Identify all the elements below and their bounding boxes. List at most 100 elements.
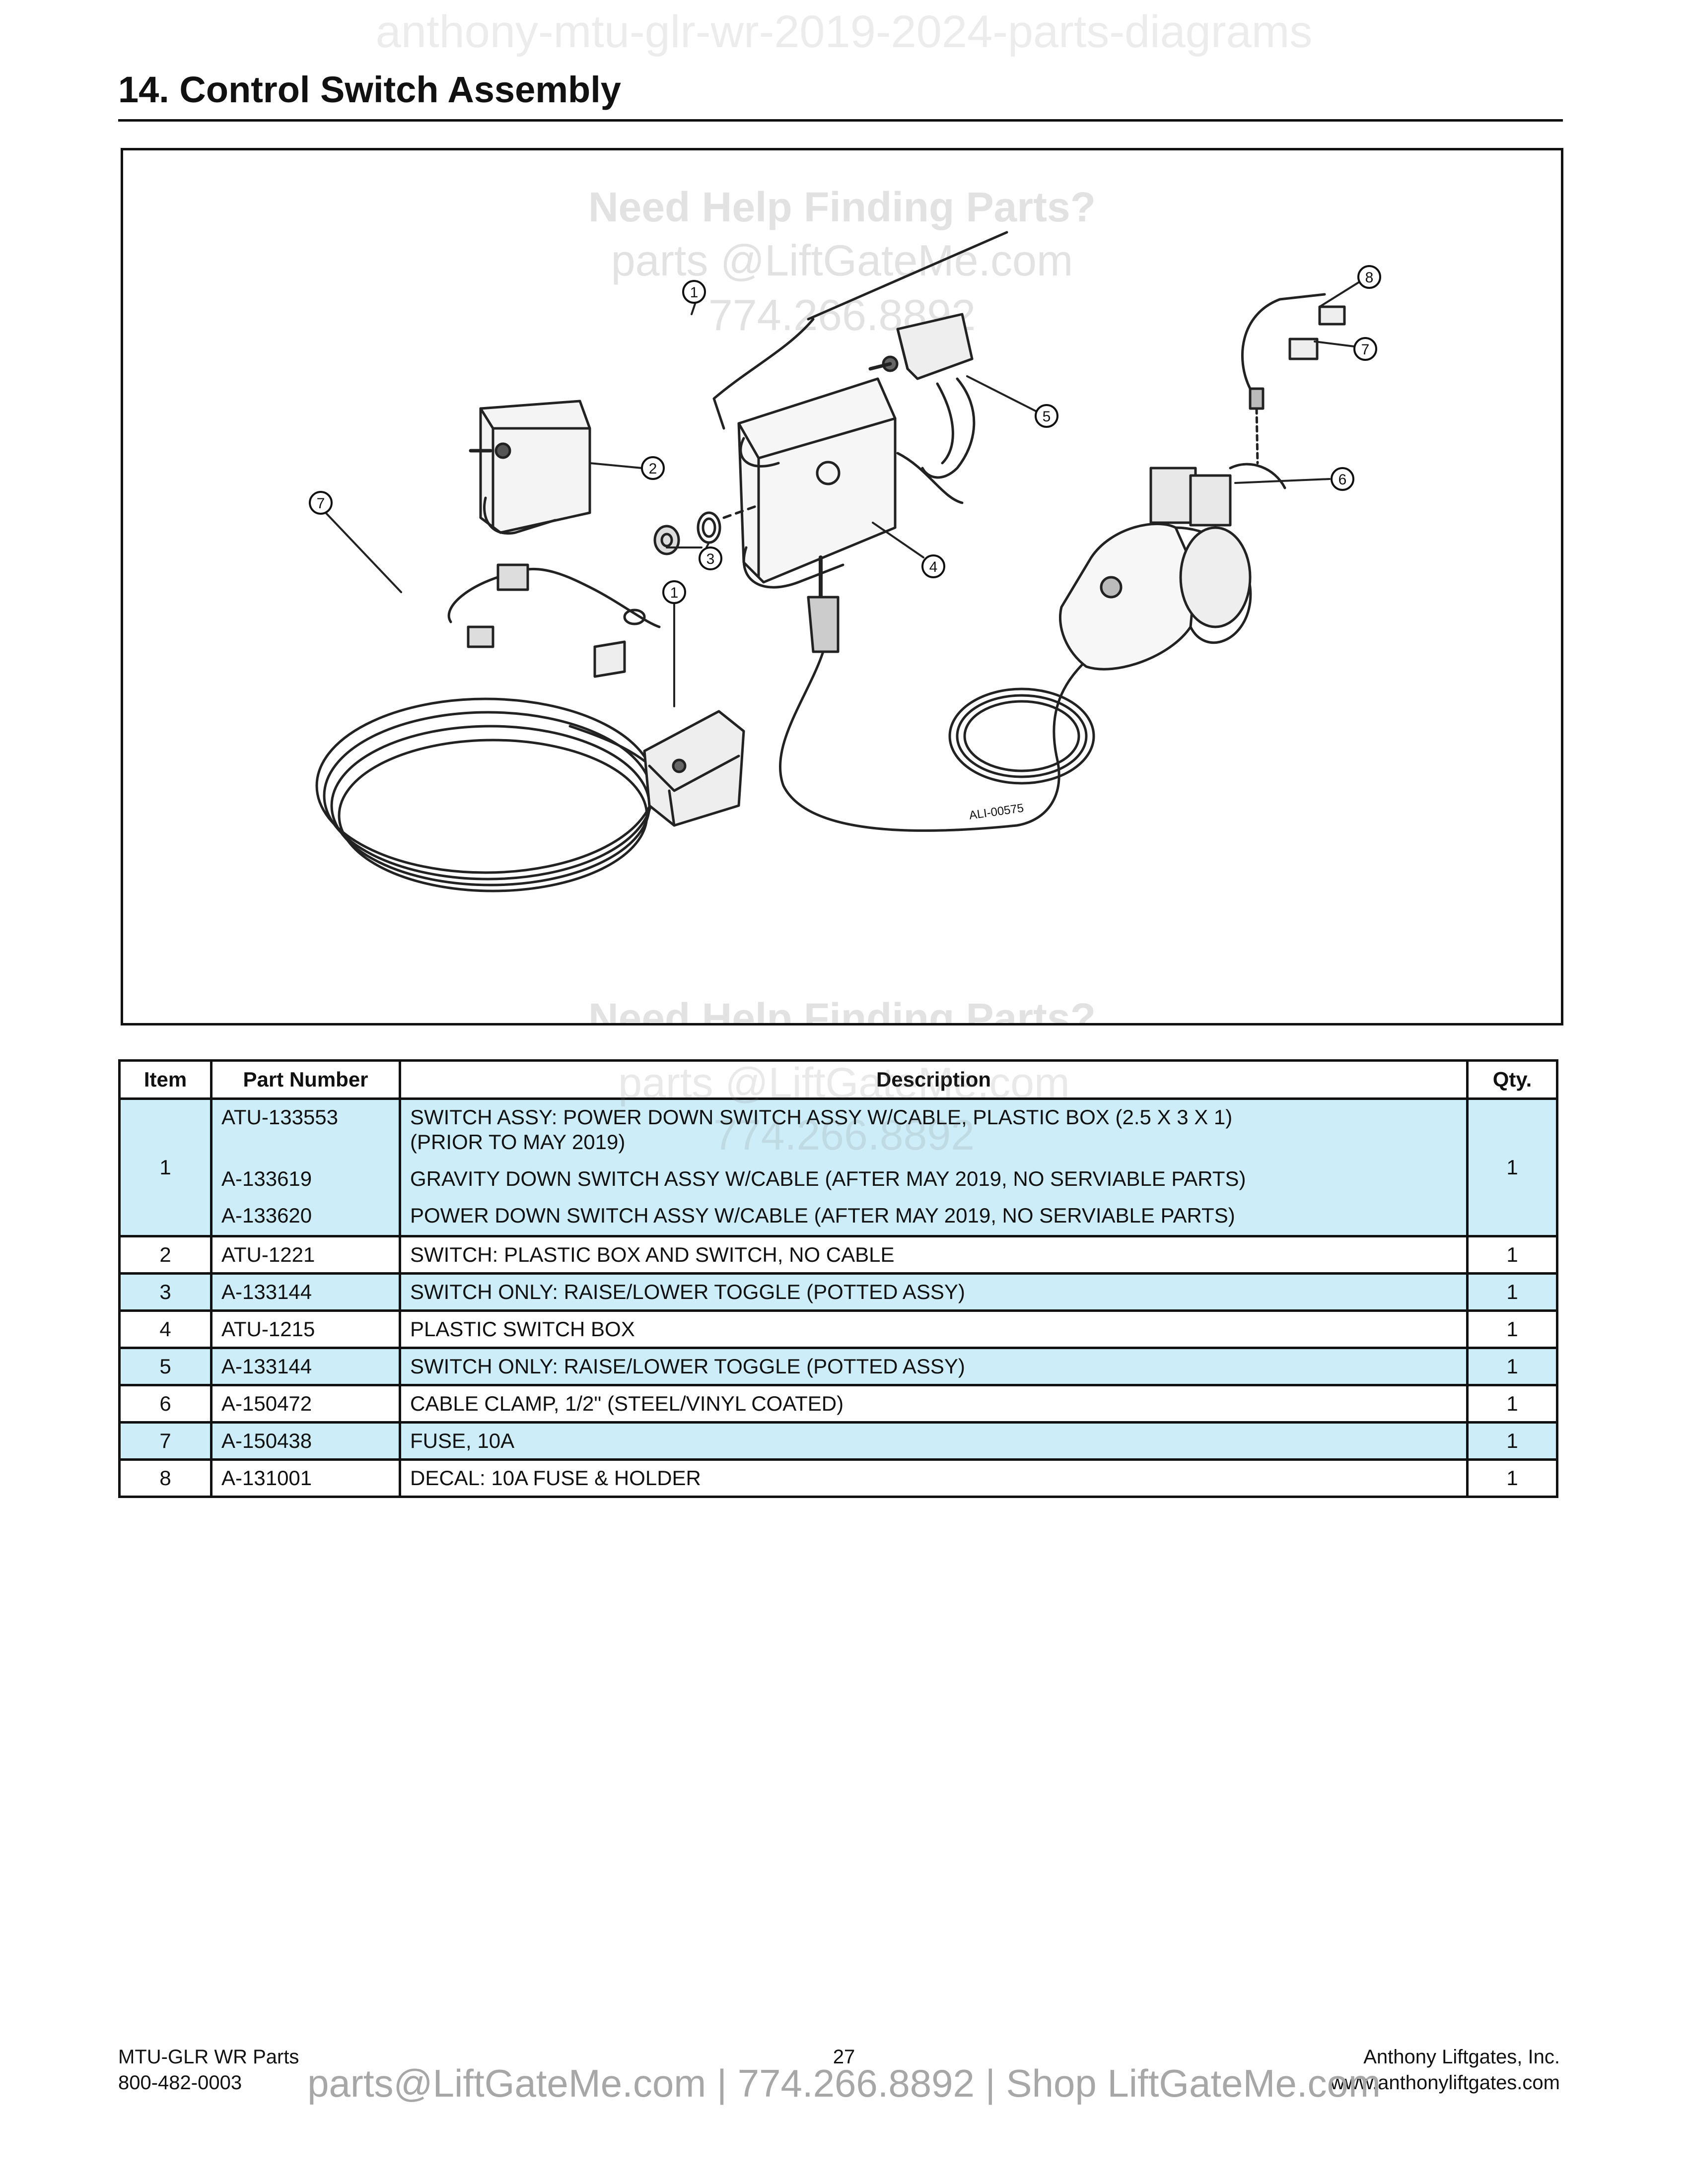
footer-phone: 800-482-0003 [118, 2072, 242, 2094]
table-header-row: Item Part Number Description Qty. [118, 1059, 1558, 1100]
item-cell: 3 [118, 1272, 212, 1312]
watermark-email-line: parts @LiftGateMe.com [611, 236, 1073, 285]
svg-text:5: 5 [1043, 409, 1051, 425]
footer-right: Anthony Liftgates, Inc. www.anthonyliftg… [1331, 2044, 1560, 2096]
qty-cell: 1 [1466, 1347, 1558, 1386]
parts-table: Item Part Number Description Qty. 1 ATU-… [118, 1059, 1558, 1498]
qty-cell: 1 [1466, 1309, 1558, 1349]
table-row: 5 A-133144 SWITCH ONLY: RAISE/LOWER TOGG… [118, 1347, 1558, 1386]
svg-text:4: 4 [929, 559, 938, 575]
footer-company: Anthony Liftgates, Inc. [1363, 2046, 1560, 2068]
svg-text:3: 3 [706, 551, 715, 567]
item-cell: 7 [118, 1421, 212, 1461]
qty-cell: 1 [1466, 1458, 1558, 1498]
callout-4: 4 [921, 554, 945, 578]
footer-left: MTU-GLR WR Parts 800-482-0003 [118, 2044, 299, 2096]
description-cell: SWITCH ONLY: RAISE/LOWER TOGGLE (POTTED … [399, 1347, 1469, 1386]
svg-text:6: 6 [1338, 472, 1347, 488]
callout-8: 8 [1357, 265, 1381, 289]
page-number: 27 [833, 2046, 855, 2068]
table-row: 2 ATU-1221 SWITCH: PLASTIC BOX AND SWITC… [118, 1235, 1558, 1275]
qty-cell: 1 [1466, 1272, 1558, 1312]
callout-7-right: 7 [1353, 337, 1377, 361]
part-number-cell: A-150472 [210, 1384, 401, 1424]
table-row: 7 A-150438 FUSE, 10A 1 [118, 1421, 1558, 1461]
table-row: 1 ATU-133553 A-133619 A-133620 SWITCH AS… [118, 1097, 1558, 1237]
item-cell: 2 [118, 1235, 212, 1275]
svg-text:7: 7 [1361, 341, 1370, 358]
watermark-help-line: Need Help Finding Parts? [588, 184, 1096, 230]
svg-text:8: 8 [1365, 270, 1374, 286]
callout-3: 3 [699, 546, 722, 570]
part-number-cell: A-133144 [210, 1272, 401, 1312]
part-number-cell: A-131001 [210, 1458, 401, 1498]
table-row: 6 A-150472 CABLE CLAMP, 1/2" (STEEL/VINY… [118, 1384, 1558, 1424]
description: (PRIOR TO MAY 2019) [410, 1130, 626, 1154]
callout-6: 6 [1331, 467, 1354, 491]
description: POWER DOWN SWITCH ASSY W/CABLE (AFTER MA… [410, 1204, 1235, 1227]
fitting-and-cable [778, 452, 1098, 832]
callout-1-bottom: 1 [662, 580, 686, 604]
description-cell: FUSE, 10A [399, 1421, 1469, 1461]
diagram-watermark-bottom: Need Help Finding Parts? [123, 992, 1561, 1025]
qty-cell: 1 [1466, 1421, 1558, 1461]
part-number-cell: ATU-1215 [210, 1309, 401, 1349]
table-row: 3 A-133144 SWITCH ONLY: RAISE/LOWER TOGG… [118, 1272, 1558, 1312]
watermark-help-line-bottom: Need Help Finding Parts? [588, 995, 1096, 1025]
header-part-number: Part Number [210, 1059, 401, 1100]
assembly-bracket [712, 231, 1008, 430]
item-cell: 5 [118, 1347, 212, 1386]
drawing-number: ALI-00575 [968, 801, 1024, 822]
part-number: ATU-133553 [221, 1105, 339, 1129]
footer-promo: parts@LiftGateMe.com | 774.266.8892 | Sh… [307, 2061, 1381, 2105]
qty-cell: 1 [1466, 1235, 1558, 1275]
description: GRAVITY DOWN SWITCH ASSY W/CABLE (AFTER … [410, 1167, 1246, 1190]
top-watermark: anthony-mtu-glr-wr-2019-2024-parts-diagr… [375, 6, 1313, 57]
description-cell: SWITCH: PLASTIC BOX AND SWITCH, NO CABLE [399, 1235, 1469, 1275]
table-row: 8 A-131001 DECAL: 10A FUSE & HOLDER 1 [118, 1458, 1558, 1498]
switch-box-small [469, 400, 591, 535]
pump-unit [948, 463, 1286, 785]
part-number-cell: A-133144 [210, 1347, 401, 1386]
item-cell: 4 [118, 1309, 212, 1349]
qty-cell: 1 [1466, 1384, 1558, 1424]
row1-descriptions: SWITCH ASSY: POWER DOWN SWITCH ASSY W/CA… [399, 1097, 1469, 1237]
description-cell: PLASTIC SWITCH BOX [399, 1309, 1469, 1349]
diagram-drawing: 1 2 3 4 5 6 7 [309, 231, 1381, 892]
svg-text:1: 1 [670, 585, 679, 601]
callout-7-left: 7 [309, 491, 333, 515]
row1-item: 1 [118, 1097, 212, 1237]
header-qty: Qty. [1466, 1059, 1558, 1100]
parts-diagram: Need Help Finding Parts? parts @LiftGate… [121, 148, 1563, 1025]
svg-text:1: 1 [690, 284, 699, 301]
footer-doc-title: MTU-GLR WR Parts [118, 2046, 299, 2068]
footer-website: www.anthonyliftgates.com [1330, 2072, 1560, 2094]
item-cell: 6 [118, 1384, 212, 1424]
title-divider [118, 119, 1563, 122]
svg-text:2: 2 [649, 461, 657, 477]
item-cell: 8 [118, 1458, 212, 1498]
part-number: A-133619 [221, 1167, 312, 1190]
fuse-holder-cable [447, 563, 661, 678]
table-row: 4 ATU-1215 PLASTIC SWITCH BOX 1 [118, 1309, 1558, 1349]
header-description: Description [399, 1059, 1469, 1100]
description-cell: SWITCH ONLY: RAISE/LOWER TOGGLE (POTTED … [399, 1272, 1469, 1312]
description-cell: CABLE CLAMP, 1/2" (STEEL/VINYL COATED) [399, 1384, 1469, 1424]
part-number: A-133620 [221, 1204, 312, 1227]
plastic-switch-box [737, 377, 897, 599]
section-title: 14. Control Switch Assembly [118, 69, 621, 110]
part-number-cell: ATU-1221 [210, 1235, 401, 1275]
description-cell: DECAL: 10A FUSE & HOLDER [399, 1458, 1469, 1498]
toggle-switch [868, 313, 976, 479]
leader-lines [325, 281, 1360, 707]
pendant-switch [315, 697, 745, 892]
description: SWITCH ASSY: POWER DOWN SWITCH ASSY W/CA… [410, 1105, 1233, 1129]
row1-qty: 1 [1466, 1097, 1558, 1237]
fuse-holder-pump [1241, 293, 1346, 465]
callout-5: 5 [1035, 404, 1058, 428]
diagram-watermark-top: Need Help Finding Parts? parts @LiftGate… [123, 181, 1561, 342]
svg-text:7: 7 [317, 495, 325, 512]
part-number-cell: A-150438 [210, 1421, 401, 1461]
callout-2: 2 [641, 456, 665, 480]
header-item: Item [118, 1059, 212, 1100]
